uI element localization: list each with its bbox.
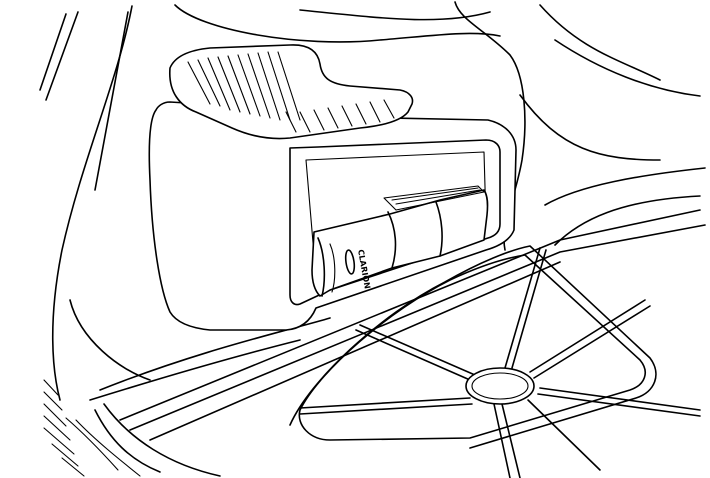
net-spoke-bottom-2 xyxy=(501,403,521,478)
net-spoke-top-left xyxy=(359,324,476,376)
floor-right-sweep xyxy=(554,195,701,246)
side-panel-sweep xyxy=(99,317,331,391)
net-spoke-left-2 xyxy=(299,403,473,415)
net-spoke-bottom-right xyxy=(527,399,601,471)
grip-ribs xyxy=(187,51,395,133)
net-spoke-top-2 xyxy=(511,249,547,369)
changer-top-ridge-lines xyxy=(391,187,481,205)
net-spoke-left xyxy=(299,397,471,409)
net-spoke-top-left-2 xyxy=(355,329,471,381)
side-panel-sweep-inner xyxy=(89,339,301,401)
changer-top-ridge xyxy=(383,185,485,211)
right-door-seam xyxy=(519,94,661,161)
net-outer-frame-2 xyxy=(289,245,657,449)
right-upper-contour xyxy=(539,4,661,81)
floor-front-lip-2 xyxy=(103,403,221,477)
floor-edge-line-2 xyxy=(129,224,706,431)
quarter-trim-panel xyxy=(51,5,133,401)
net-spoke-bottom xyxy=(493,403,511,478)
net-spoke-right xyxy=(529,299,646,373)
right-inner-contour xyxy=(554,39,701,97)
floor-right-sweep-2 xyxy=(544,167,706,206)
net-spoke-right-2 xyxy=(533,305,651,379)
housing-opening xyxy=(289,139,501,306)
net-spoke-far-right-2 xyxy=(537,393,701,417)
changer-eject-button xyxy=(344,249,356,275)
net-center-ring xyxy=(465,367,535,405)
net-spoke-far-right xyxy=(539,387,701,411)
floor-edge-line-3 xyxy=(149,261,561,441)
quarter-trim-edge xyxy=(174,4,501,43)
floor-front-lip xyxy=(94,409,161,473)
upper-contour xyxy=(299,9,491,21)
net-spoke-top xyxy=(504,247,541,369)
cd-changer-unit: CLARION xyxy=(311,185,489,297)
left-pillar-line-outer xyxy=(45,11,79,101)
changer-divider-2 xyxy=(435,201,443,257)
changer-body xyxy=(311,189,489,297)
left-pillar-line-inner xyxy=(39,13,67,91)
side-panel-lower-crease xyxy=(69,299,151,381)
carpet-texture xyxy=(43,379,141,477)
net-center-ring-inner xyxy=(471,372,529,400)
cargo-floor-net xyxy=(289,245,701,478)
changer-divider-1 xyxy=(387,211,397,269)
left-pillar-line-3 xyxy=(94,11,129,191)
changer-front-face xyxy=(317,237,326,297)
changer-slot xyxy=(329,243,336,293)
